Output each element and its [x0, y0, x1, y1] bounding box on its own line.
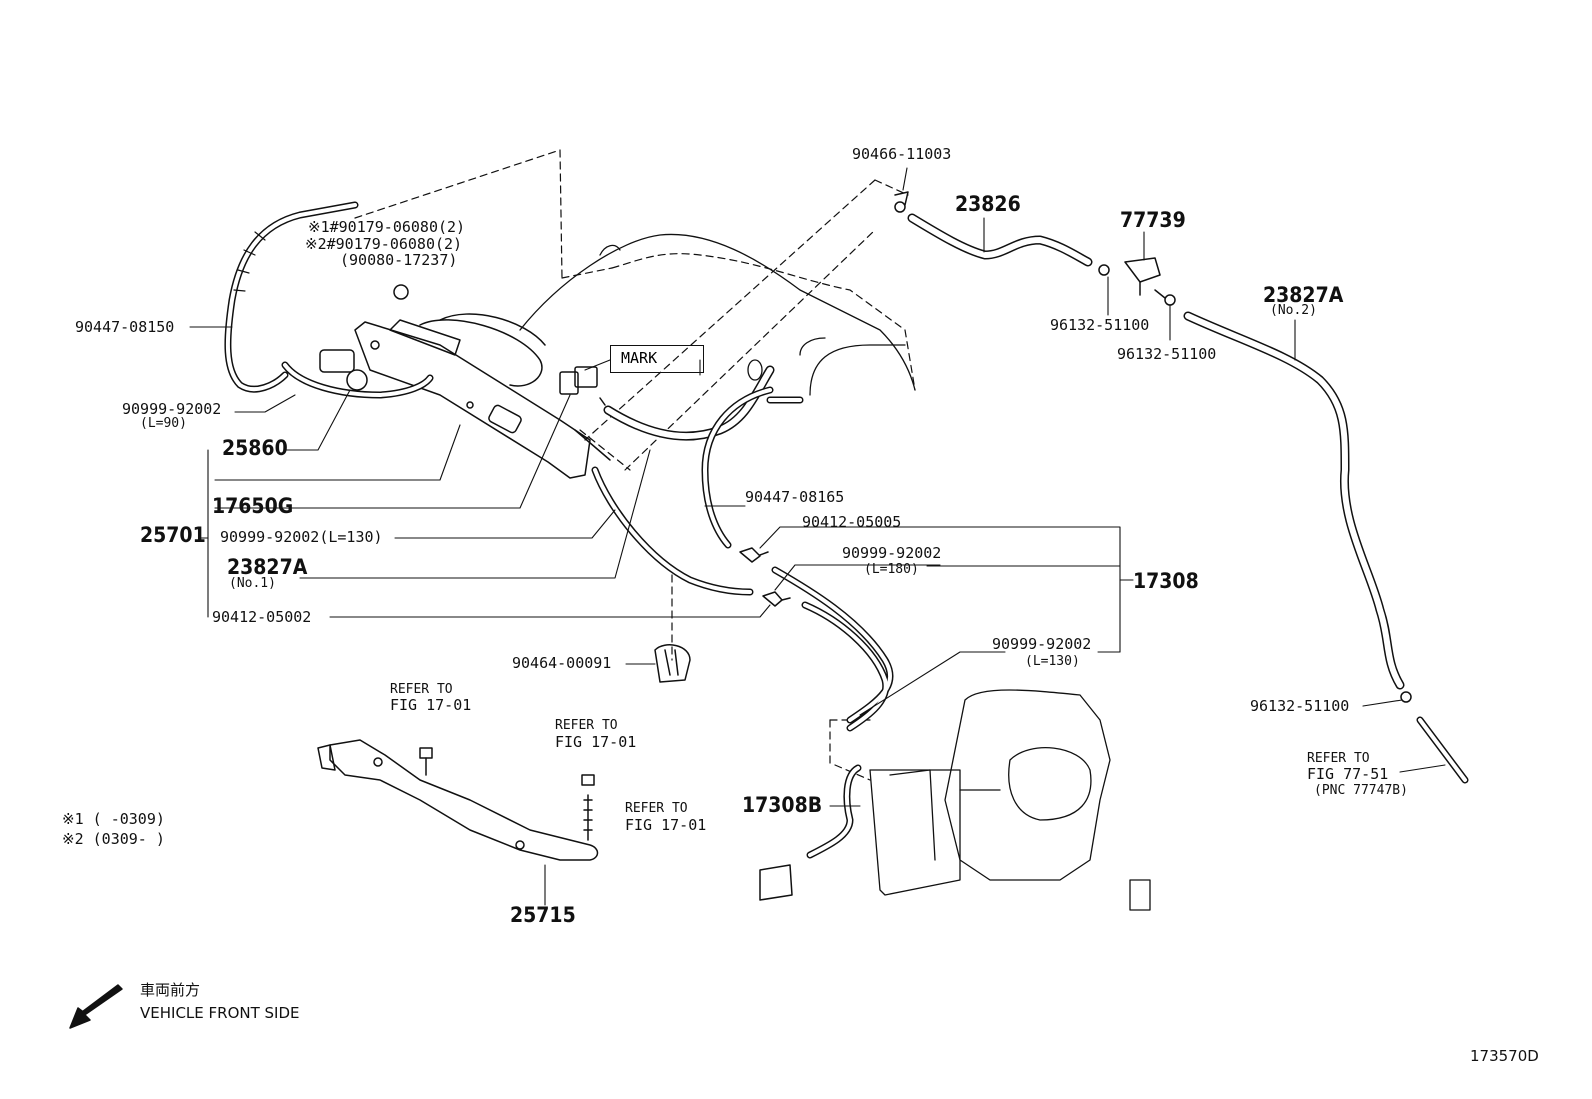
- refer-1-line2: FIG 17-01: [390, 696, 472, 714]
- leader-lines: [189, 167, 1446, 906]
- label-90999-92002-l90: 90999-92002: [122, 400, 222, 418]
- legend-note-2: ※2 (0309- ): [62, 830, 165, 848]
- label-90447-08165: 90447-08165: [745, 488, 845, 506]
- bolts: [419, 747, 793, 901]
- label-96132-51100-c: 96132-51100: [1250, 697, 1350, 715]
- front-label-jp: 車両前方: [140, 981, 201, 999]
- label-23826: 23826: [955, 192, 1021, 216]
- label-23827a-no2: 23827A: [1263, 283, 1344, 307]
- refer-3-line1: REFER TO: [625, 801, 688, 816]
- note-2: ※2#90179-06080(2): [305, 235, 463, 253]
- label-25715: 25715: [510, 903, 576, 927]
- note-3: (90080-17237): [340, 251, 458, 269]
- label-96132-51100-b: 96132-51100: [1117, 345, 1217, 363]
- refer-3-line2: FIG 17-01: [625, 816, 707, 834]
- diagram-id: 173570D: [1470, 1047, 1539, 1065]
- label-90999-92002-l130b: 90999-92002: [992, 635, 1092, 653]
- mark-box: MARK: [610, 345, 704, 373]
- label-90999-92002-l130: 90999-92002(L=130): [220, 528, 383, 546]
- hose-ribs: [233, 231, 266, 292]
- vehicle-front-arrow-icon: [69, 984, 123, 1029]
- label-77739: 77739: [1120, 208, 1186, 232]
- note-1: ※1#90179-06080(2): [308, 218, 466, 236]
- label-23827a-no1: 23827A: [227, 555, 308, 579]
- label-25701: 25701: [140, 523, 206, 547]
- label-23827a-no2-sub: (No.2): [1270, 303, 1317, 318]
- refer-4-line3: (PNC 77747B): [1314, 783, 1408, 798]
- label-23827a-no1-sub: (No.1): [229, 576, 276, 591]
- label-90999-l180-sub: (L=180): [864, 562, 919, 577]
- intake-manifold-outline: [519, 233, 916, 396]
- label-90999-l130b-sub: (L=130): [1025, 654, 1080, 669]
- label-90466-11003: 90466-11003: [852, 145, 952, 163]
- legend-note-1: ※1 ( -0309): [62, 810, 165, 828]
- label-17308b: 17308B: [742, 793, 823, 817]
- label-25860: 25860: [222, 436, 288, 460]
- label-96132-51100-a: 96132-51100: [1050, 316, 1150, 334]
- hose-90447-08150-inner: [225, 203, 357, 392]
- label-17650g: 17650G: [212, 494, 294, 518]
- label-90412-05002: 90412-05002: [212, 608, 312, 626]
- bracket-25715: [317, 739, 599, 861]
- label-90999-92002-l180: 90999-92002: [842, 544, 942, 562]
- throttle-body-outline: [869, 689, 1151, 911]
- clamps-and-vsv: [894, 191, 1412, 703]
- hose-90999-l130-lower: [591, 466, 754, 596]
- label-17308: 17308: [1133, 569, 1199, 593]
- label-90447-08150: 90447-08150: [75, 318, 175, 336]
- hose-23827a-no2: [1183, 311, 1405, 690]
- label-90412-05005: 90412-05005: [802, 513, 902, 531]
- refer-4-line2: FIG 77-51: [1307, 765, 1389, 783]
- fittings: [393, 284, 791, 683]
- refer-1-line1: REFER TO: [390, 682, 453, 697]
- refer-2-line1: REFER TO: [555, 718, 618, 733]
- front-label-en: VEHICLE FRONT SIDE: [140, 1004, 300, 1022]
- label-90464-00091: 90464-00091: [512, 654, 612, 672]
- label-90999-l90-sub: (L=90): [140, 416, 187, 431]
- refer-4-line1: REFER TO: [1307, 751, 1370, 766]
- refer-2-line2: FIG 17-01: [555, 733, 637, 751]
- hose-23826: [907, 213, 1093, 267]
